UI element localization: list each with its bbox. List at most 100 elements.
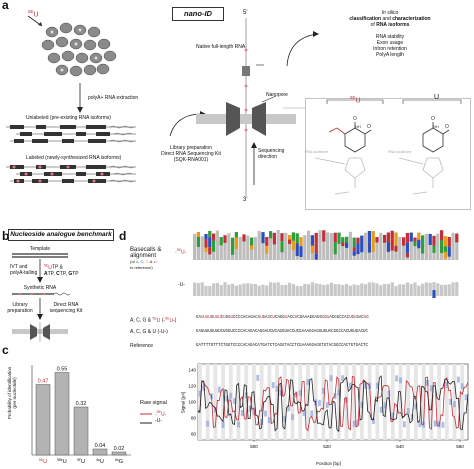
position-band [298,364,303,440]
position-band [444,364,449,440]
library-prep-line: Direct RNA Sequencing Kit [161,151,221,157]
feature-item: RNA stability [375,34,405,40]
position-band [429,364,434,440]
coverage-bar [200,282,204,296]
coverage-bar [394,285,398,296]
template-label: Template [29,246,51,252]
coverage-bar [250,283,254,296]
nanopore-label: Nanopore [266,92,288,98]
seq-char: C [289,316,293,320]
seq-char: G [210,316,214,320]
seq-char: C [346,316,350,320]
expected-level [229,392,233,399]
mismatch-segment [356,243,360,255]
expected-level [453,401,456,408]
expected-level [279,389,283,396]
seq-char: U [215,316,219,320]
and-word: and [381,16,393,22]
mismatch-segment [242,234,246,242]
coverage-bar [390,282,394,296]
seq-char: G [279,316,283,320]
seq-char: G [225,316,229,320]
expected-level [264,410,267,417]
coverage-bar [310,282,314,296]
mismatch-segment [432,290,436,298]
track-label-5eu: -5EU- [175,248,187,256]
rna-backbone-label: RNA backbone [388,150,412,154]
coverage-bar [455,233,459,260]
bar-value-label: 0.47 [38,379,49,385]
coverage-bar [246,283,250,296]
mismatch-segment [432,245,436,253]
coverage-bar [364,232,368,260]
seq-char: U [218,316,221,320]
expected-level [244,392,248,399]
mismatch-segment [291,240,295,251]
mismatch-segment [421,243,425,254]
coverage-bar [307,230,311,260]
position-band [275,364,279,440]
coverage-bar [257,285,261,296]
seq-char: A [247,316,251,320]
seq-label-u: A, C, G & U (-U-) [130,330,168,335]
mismatch-segment [208,237,212,248]
step-extraction: polyA+ RNA extraction [88,95,139,101]
raw-signal-label: Raw signal [140,400,167,406]
coverage-bar [364,284,368,296]
cell-cluster [41,22,117,77]
of-rna-isoforms-line: of RNA isoforms [320,22,460,28]
mismatch-segment [333,232,337,243]
coverage-bar [322,284,326,296]
signal-ylabel: Signal [pA] [180,391,186,414]
position-band [421,364,426,440]
expected-level [402,421,406,428]
expected-level [352,420,356,427]
seq-char: G [334,316,337,320]
seq-char: A [265,316,268,320]
coverage-bar [375,237,379,260]
coverage-bar [341,284,345,296]
libprep-line: preparation [7,308,33,314]
seq-char: U [213,316,216,320]
seq-char: C [237,316,241,320]
expected-level [306,379,310,386]
seq-char: A [287,316,290,320]
signal-trace [197,375,469,433]
mismatch-segment [402,237,406,246]
expected-level [202,384,206,391]
category-label: 6sG [115,458,123,465]
benchmark-title: Nucleoside analogue benchmark [8,229,114,241]
seq-char: C [341,316,345,320]
basecalls-line: alignment [130,253,157,259]
expected-level [375,382,379,389]
coverage-bar [246,235,250,260]
seq-char: U [203,316,206,320]
mismatch-segment [394,245,398,252]
mismatch-segment [291,232,295,241]
mismatch-segment [455,233,459,243]
seq-char: G [282,316,285,320]
library-prep-text: Library preparation Direct RNA Sequencin… [150,145,232,163]
seq-char: A [302,316,305,320]
coverage-bar [424,233,428,260]
position-band [437,364,441,440]
coverage-bar [409,284,413,296]
position-band [390,364,395,440]
seq-label-u-suffix: (-U-) [157,329,168,335]
mismatch-segment [314,232,318,244]
expected-level [287,405,291,412]
position-band [205,364,210,440]
seq-u-row: GAUUUUGUUUCUGGUCCCCACAGACAUGAUCUCAGGUACC… [196,330,368,334]
legend-u: -U- [155,418,162,424]
coverage-bar [379,285,383,296]
seq-char: C [361,316,364,320]
mismatch-segment [333,247,337,255]
coverage-bar [284,284,288,296]
mismatch-segment [234,232,238,238]
coverage-bar [215,230,219,260]
expected-level [325,402,329,409]
coverage-bar [398,236,402,260]
mismatch-segment [314,253,318,260]
arrow-template-down [37,259,43,283]
